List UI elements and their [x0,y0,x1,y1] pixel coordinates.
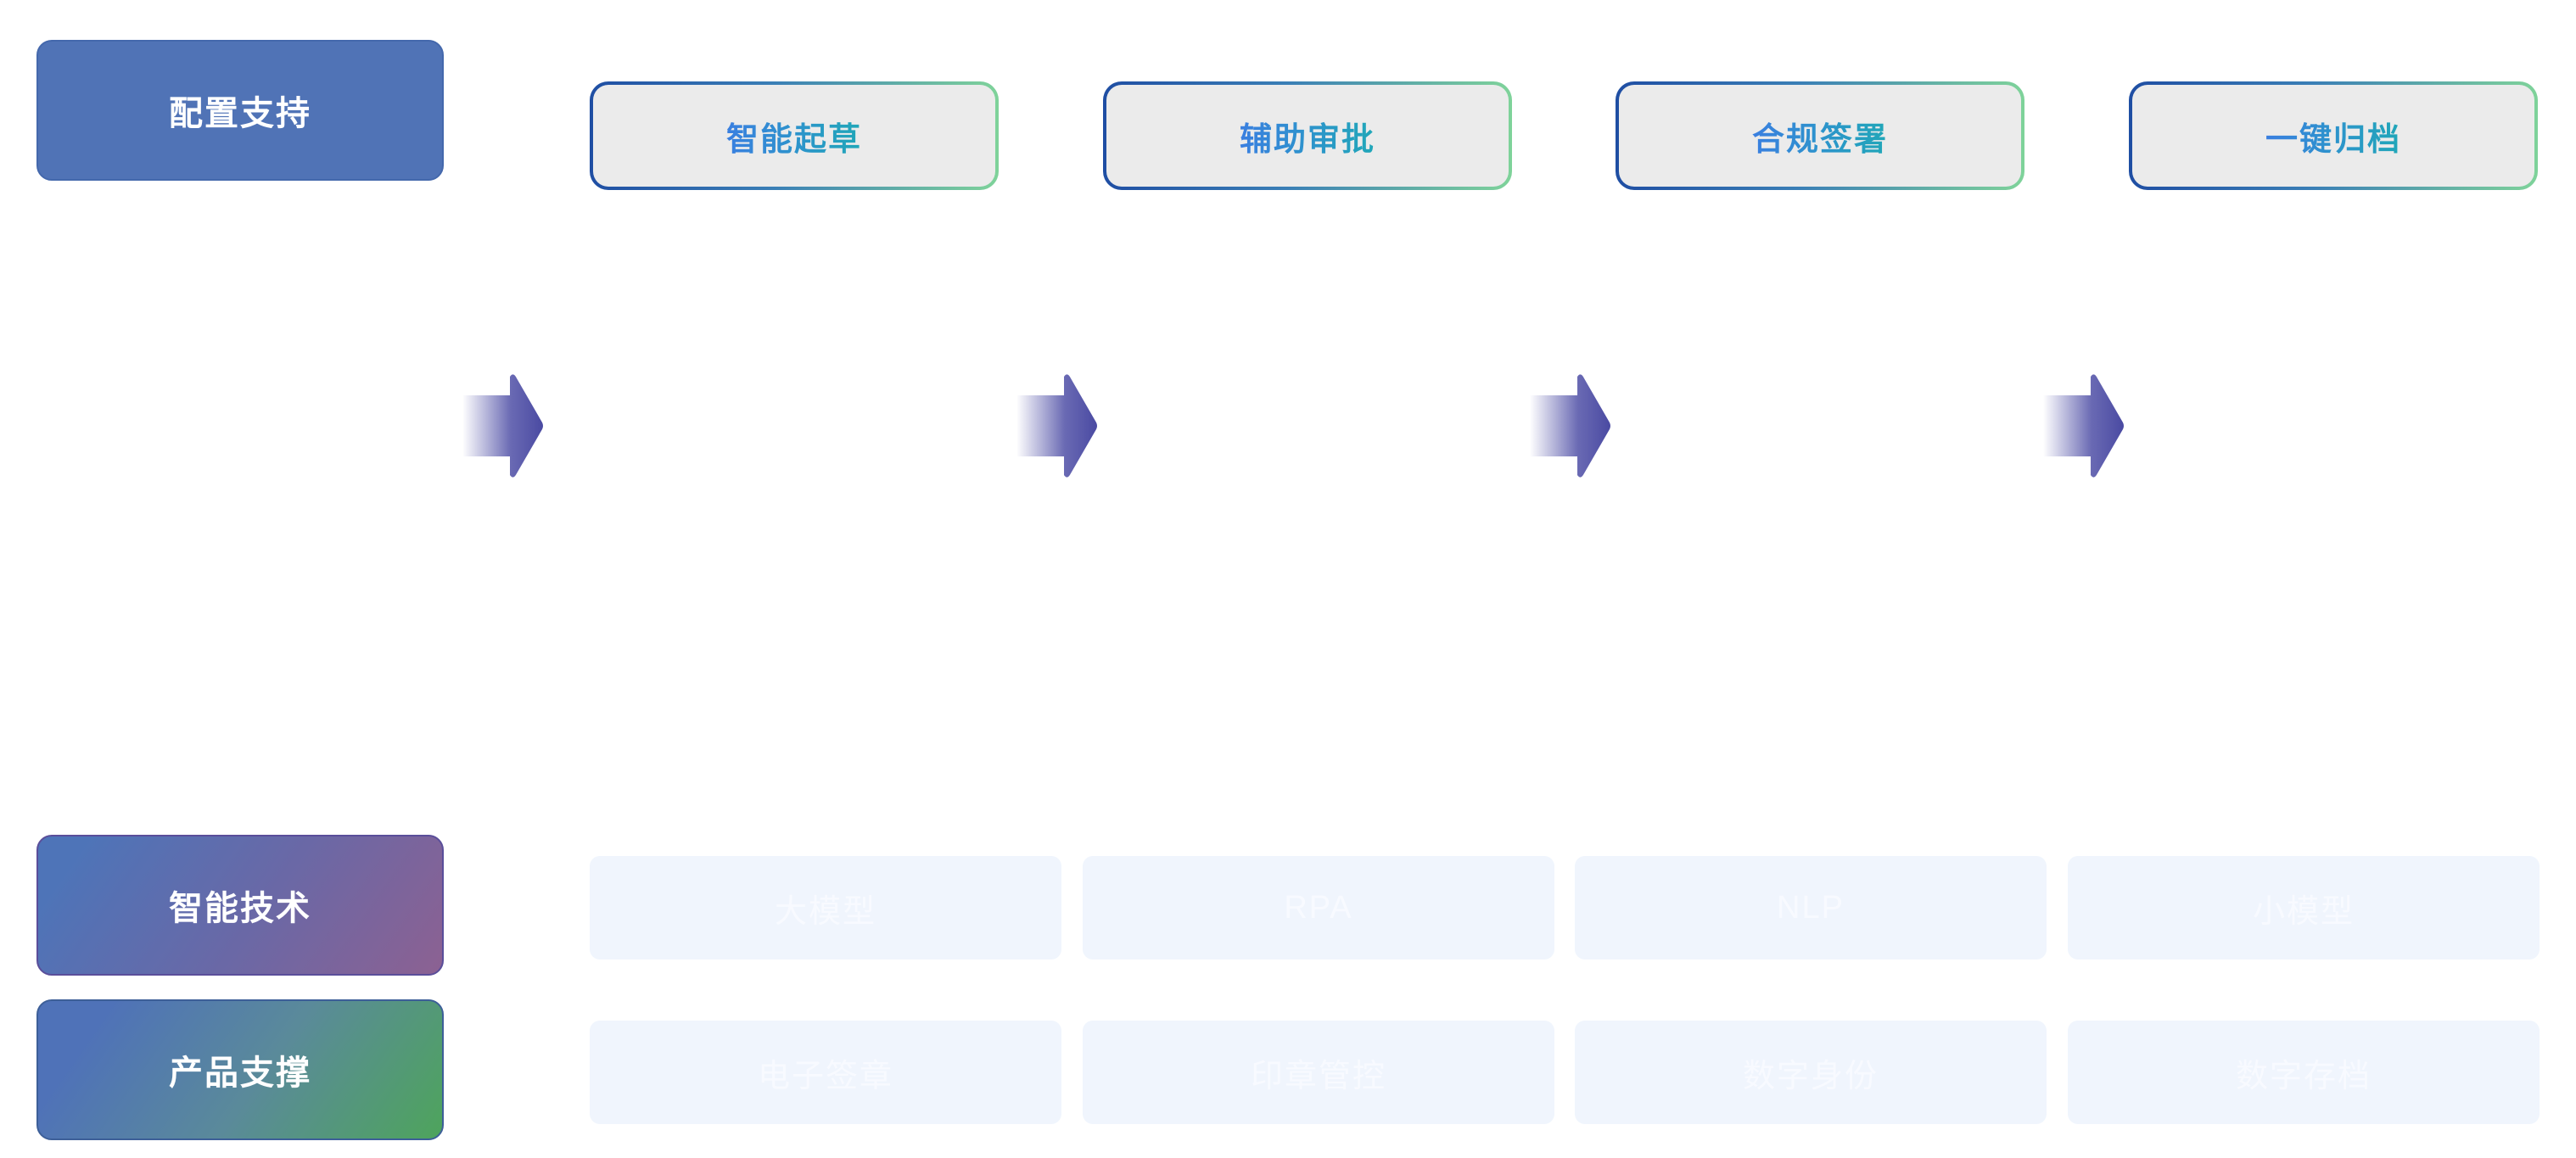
step-label-sign: 合规签署 [1752,113,1888,159]
product-item: 电子签章 [590,1021,1061,1124]
tech-item: RPA [1083,856,1554,959]
tech-item: NLP [1575,856,2047,959]
product-item: 数字身份 [1575,1021,2047,1124]
step-box-approve: 辅助审批 [1103,81,1512,190]
step-box-sign: 合规签署 [1616,81,2024,190]
step-label-archive: 一键归档 [2265,113,2401,159]
row-label-tech: 智能技术 [36,835,444,976]
row-label-config: 配置支持 [36,40,444,181]
step-box-draft: 智能起草 [590,81,999,190]
row-label-product: 产品支撑 [36,999,444,1140]
arrow-right-icon [462,374,543,478]
arrow-right-icon [1016,374,1097,478]
product-item: 数字存档 [2068,1021,2540,1124]
tech-item: 小模型 [2068,856,2540,959]
step-box-archive: 一键归档 [2129,81,2538,190]
product-item: 印章管控 [1083,1021,1554,1124]
step-label-draft: 智能起草 [726,113,862,159]
arrow-right-icon [2043,374,2124,478]
tech-item: 大模型 [590,856,1061,959]
step-label-approve: 辅助审批 [1240,113,1375,159]
arrow-right-icon [1530,374,1610,478]
